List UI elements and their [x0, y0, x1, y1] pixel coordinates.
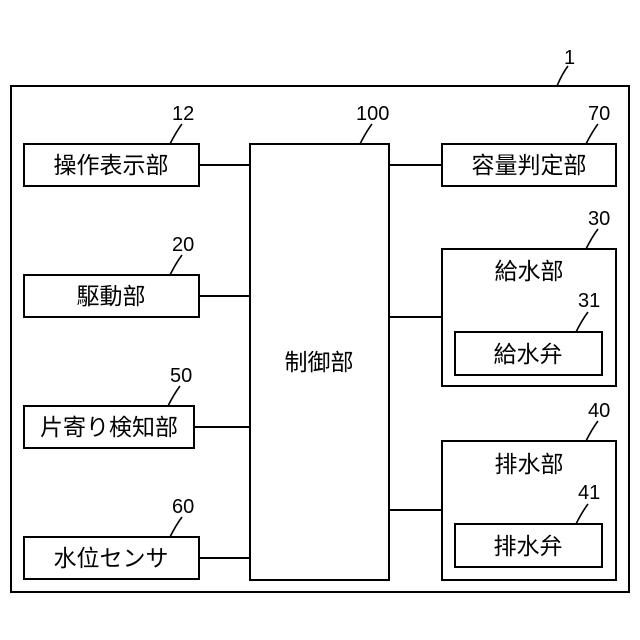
drain-valve-label: 排水弁 — [494, 534, 563, 560]
imbalance-detect-ref: 50 — [170, 365, 192, 387]
water-supply-valve-label: 給水弁 — [494, 342, 563, 368]
drain-label: 排水部 — [495, 452, 564, 478]
water-level-sensor-label: 水位センサ — [54, 546, 169, 572]
drain-ref: 40 — [588, 400, 610, 422]
device-leader — [557, 66, 568, 86]
control-ref: 100 — [356, 103, 389, 125]
operation-display-label: 操作表示部 — [54, 153, 169, 179]
drive-label: 駆動部 — [77, 284, 146, 310]
capacity-judge-ref: 70 — [588, 103, 610, 125]
drive-ref: 20 — [172, 234, 194, 256]
imbalance-detect-label: 片寄り検知部 — [40, 415, 178, 441]
drain-valve-ref: 41 — [578, 482, 600, 504]
water-supply-valve-ref: 31 — [578, 290, 600, 312]
operation-display-ref: 12 — [172, 103, 194, 125]
water-supply-ref: 30 — [588, 208, 610, 230]
water-supply-label: 給水部 — [495, 259, 564, 285]
control-label: 制御部 — [285, 350, 354, 376]
capacity-judge-label: 容量判定部 — [472, 153, 587, 179]
water-level-sensor-ref: 60 — [172, 496, 194, 518]
device-ref-label: 1 — [564, 47, 575, 69]
